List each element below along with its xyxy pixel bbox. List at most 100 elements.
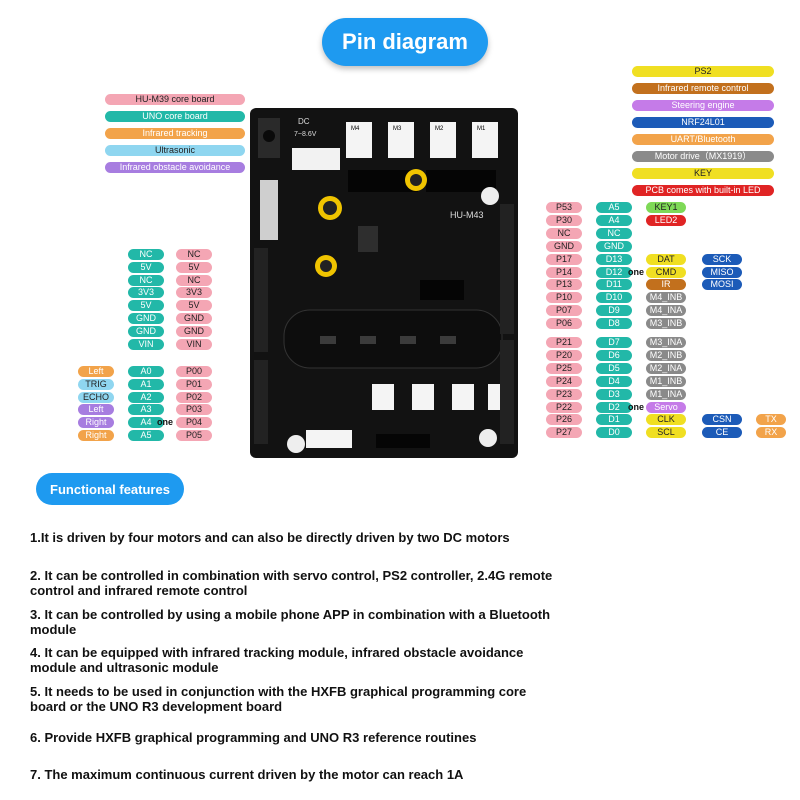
function-label: Right <box>78 430 114 441</box>
hu-pin-label: P07 <box>546 305 582 317</box>
header-pins-left <box>254 248 268 444</box>
hu-pin-label: P22 <box>546 401 582 413</box>
hu-pin-label: P03 <box>176 404 212 416</box>
function-label: LED2 <box>646 214 686 226</box>
legend-item: HU-M39 core board <box>105 94 245 105</box>
legend-item: PCB comes with built-in LED <box>632 185 774 196</box>
svg-text:M2: M2 <box>435 126 444 132</box>
hu-pin-label: P53 <box>546 202 582 213</box>
uno-pin-label: A4 <box>128 417 164 429</box>
hu-pin-label: 5V <box>176 261 212 273</box>
function-label: CE <box>702 427 742 439</box>
power-label: 7~8.6V <box>294 131 317 138</box>
function-label: M1_INA <box>646 388 686 400</box>
feature-item: 3. It can be controlled by using a mobil… <box>30 607 551 637</box>
legend-item: Infrared obstacle avoidance <box>105 162 245 173</box>
function-label: SCL <box>646 427 686 439</box>
hu-pin-label: NC <box>546 227 582 239</box>
function-label: M4_INB <box>646 292 686 304</box>
header-socket <box>420 280 464 300</box>
legend-item: Infrared remote control <box>632 83 774 94</box>
function-label: M2_INB <box>646 349 686 361</box>
function-label: Left <box>78 404 114 416</box>
uno-pin-label: 5V <box>128 300 164 312</box>
hu-pin-label: P26 <box>546 414 582 426</box>
uno-pin-label: D2 <box>596 401 632 413</box>
uno-pin-label: 3V3 <box>128 287 164 299</box>
uno-pin-label: A5 <box>128 430 164 441</box>
uno-pin-label: GND <box>128 325 164 337</box>
legend-item: UNO core board <box>105 111 245 122</box>
uno-pin-label: D11 <box>596 279 632 291</box>
legend-item: PS2 <box>632 66 774 77</box>
one-marker: one <box>628 401 645 412</box>
feature-item: 7. The maximum continuous current driven… <box>30 767 464 782</box>
hu-pin-label: P17 <box>546 253 582 265</box>
uno-pin-label: A0 <box>128 366 164 377</box>
hu-pin-label: P04 <box>176 417 212 429</box>
function-label: TRIG <box>78 378 114 390</box>
function-label: RX <box>756 427 786 439</box>
one-marker: one <box>157 417 174 428</box>
hu-pin-label: P24 <box>546 375 582 387</box>
board-model: HU-M43 <box>450 210 484 220</box>
svg-text:M3: M3 <box>393 126 402 132</box>
hu-pin-label: VIN <box>176 338 212 350</box>
hu-pin-label: GND <box>546 240 582 252</box>
uno-pin-label: D10 <box>596 292 632 304</box>
uno-pin-label: NC <box>128 274 164 286</box>
hu-pin-label: P05 <box>176 430 212 441</box>
function-label: ECHO <box>78 391 114 403</box>
one-marker: one <box>628 266 645 277</box>
uno-pin-label: A4 <box>596 214 632 226</box>
nrf-socket <box>376 434 430 448</box>
uno-pin-label: D3 <box>596 388 632 400</box>
function-label: CMD <box>646 266 686 278</box>
legend-item: Infrared tracking <box>105 128 245 139</box>
uno-pin-label: D13 <box>596 253 632 265</box>
uno-pin-label: D7 <box>596 337 632 348</box>
motor-connectors: M4 M3 M2 M1 <box>346 122 498 158</box>
function-label: CSN <box>702 414 742 426</box>
feature-item: 1.It is driven by four motors and can al… <box>30 530 510 545</box>
function-label: M2_INA <box>646 362 686 374</box>
function-label: MISO <box>702 266 742 278</box>
uno-pin-label: GND <box>596 240 632 252</box>
hu-pin-label: P14 <box>546 266 582 278</box>
hu-pin-label: P30 <box>546 214 582 226</box>
hu-pin-label: P01 <box>176 378 212 390</box>
uno-pin-label: VIN <box>128 338 164 350</box>
uno-pin-label: D9 <box>596 305 632 317</box>
function-label: Left <box>78 366 114 377</box>
hu-pin-label: P25 <box>546 362 582 374</box>
ps2-socket <box>283 309 503 369</box>
capacitors <box>315 169 427 277</box>
hu-pin-label: P13 <box>546 279 582 291</box>
uno-pin-label: A2 <box>128 391 164 403</box>
page-title: Pin diagram <box>322 18 488 66</box>
svg-text:M1: M1 <box>477 126 486 132</box>
hu-pin-label: P00 <box>176 366 212 377</box>
driver-chip-1 <box>348 170 418 192</box>
pcb-board: DC 7~8.6V M4 M3 M2 M1 HU-M43 <box>250 108 518 458</box>
features-heading: Functional features <box>36 473 184 505</box>
uart-connector <box>306 430 352 448</box>
feature-item: 2. It can be controlled in combination w… <box>30 568 553 598</box>
hu-pin-label: P23 <box>546 388 582 400</box>
hu-pin-label: P02 <box>176 391 212 403</box>
uno-pin-label: D0 <box>596 427 632 439</box>
uno-pin-label: A3 <box>128 404 164 416</box>
feature-item: 5. It needs to be used in conjunction wi… <box>30 684 527 714</box>
driver-chip-2 <box>426 170 496 192</box>
function-label: IR <box>646 279 686 291</box>
hu-pin-label: P10 <box>546 292 582 304</box>
uno-pin-label: NC <box>128 249 164 260</box>
hu-pin-label: NC <box>176 249 212 260</box>
legend-item: Ultrasonic <box>105 145 245 156</box>
function-label: M3_INA <box>646 337 686 348</box>
legend-item: NRF24L01 <box>632 117 774 128</box>
uno-pin-label: A5 <box>596 202 632 213</box>
uno-pin-label: D12 <box>596 266 632 278</box>
mounting-holes <box>287 187 499 453</box>
power-switch <box>260 180 278 240</box>
